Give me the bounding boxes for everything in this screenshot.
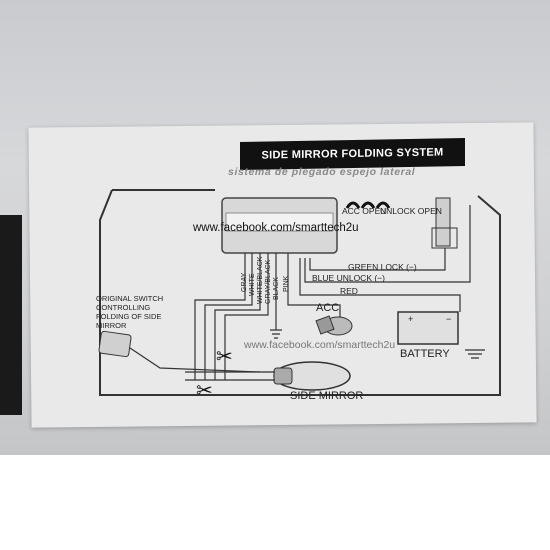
watermark-text: www.facebook.com/smarttech2u (193, 222, 359, 234)
product-box-edge (0, 215, 22, 415)
battery-ground-symbol (465, 349, 485, 359)
harness-wires (194, 253, 341, 380)
watermark-text-faint: www.facebook.com/smarttech2u (244, 339, 396, 351)
original-switch-label: ORIGINAL SWITCH CONTROLLING FOLDING OF S… (96, 294, 164, 330)
wire-label-pink: PINK (283, 275, 290, 292)
battery (397, 311, 459, 345)
outer-harness-line (99, 189, 501, 396)
relay-contacts (345, 201, 391, 209)
scissors-icon: ✂ (216, 346, 233, 368)
red-wire-label: RED (340, 286, 358, 296)
original-switch (98, 330, 132, 358)
wire-label-gray-black: GRAY/BLACK (265, 259, 272, 304)
svg-text:−: − (446, 314, 451, 324)
wire-label-gray: GRAY (241, 272, 248, 292)
red-wire (299, 258, 461, 312)
scissors-icon: ✂ (196, 380, 213, 402)
blue-unlock-label: BLUE UNLOCK (−) (312, 273, 385, 283)
acc-open-label: ACC OPEN (342, 206, 387, 216)
switch-wire (129, 347, 261, 373)
unlock-open-label: UNLOCK OPEN (380, 206, 442, 216)
wire-label-black: BLACK (273, 277, 280, 300)
wire-label-white: WHITE (249, 273, 256, 296)
lock-unlock-wires (304, 205, 471, 283)
ground-symbol (270, 329, 282, 339)
door-lock-actuator (435, 197, 451, 247)
wire-label-white-black: WHITE/BLACK (257, 256, 264, 304)
battery-label: BATTERY (400, 348, 450, 360)
side-mirror-label: SIDE MIRROR (290, 390, 364, 402)
svg-text:+: + (408, 314, 413, 324)
green-lock-label: GREEN LOCK (−) (348, 262, 417, 272)
mirror-wires (185, 371, 275, 381)
control-module-stripe (225, 212, 334, 232)
image-bottom-margin (0, 455, 550, 550)
diagram-subtitle: sistema de plegado espejo lateral (228, 166, 416, 178)
acc-label: ACC (316, 302, 340, 314)
